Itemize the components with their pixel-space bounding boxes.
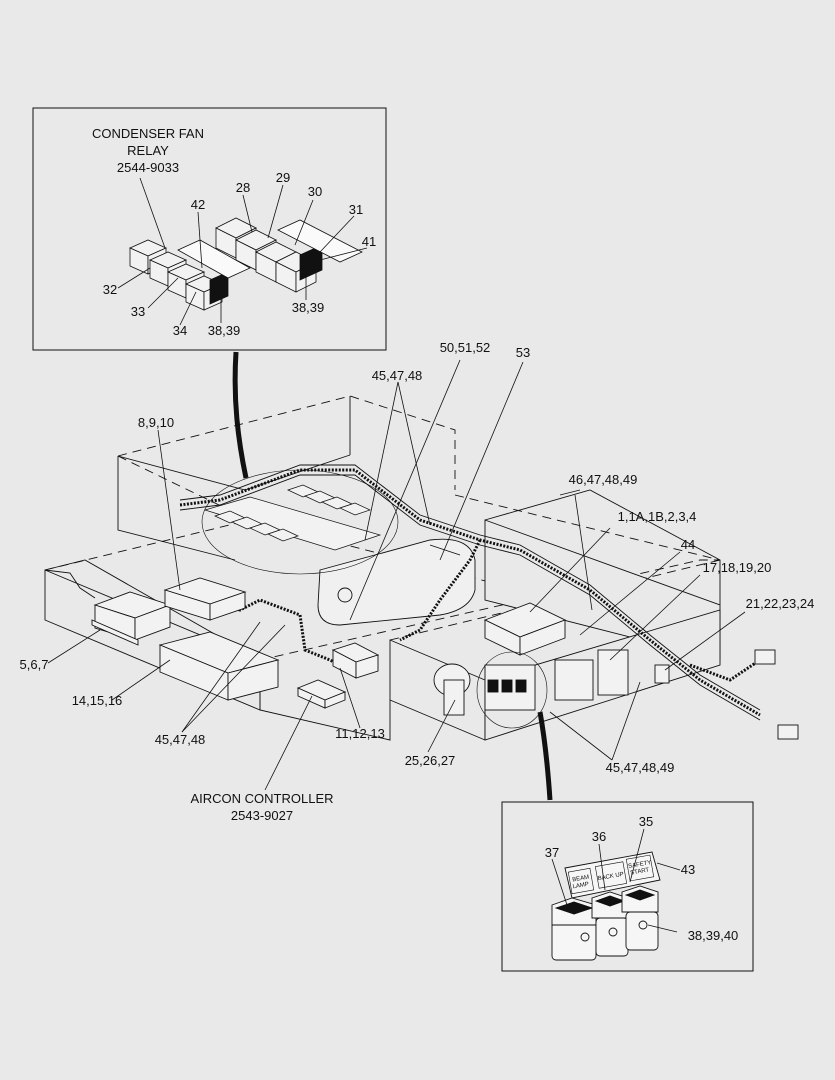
callout-34: 34 (173, 323, 187, 338)
label-beam: BEAM (572, 875, 590, 884)
component-5-6-7 (91, 591, 172, 646)
back-wall (117, 456, 236, 561)
callout-11-12-13: 11,12,13 (335, 726, 385, 741)
callout-14-15-16: 14,15,16 (72, 693, 123, 708)
relay-group-right (215, 217, 323, 293)
callout-32: 32 (103, 282, 117, 297)
callout-38-39-40: 38,39,40 (688, 928, 739, 943)
inset-title-line2: RELAY (127, 143, 169, 158)
inset-title-line1: CONDENSER FAN (92, 126, 204, 141)
switch-label-beam-lamp: BEAM LAMP (567, 867, 595, 895)
inset-condenser-fan-relay: CONDENSER FAN RELAY 2544-9033 (32, 107, 387, 351)
inset-switch-panel: BEAM LAMP BACK UP SAFETY START (501, 801, 754, 972)
label-back-up: BACK UP (597, 872, 624, 882)
label-start: START (630, 867, 650, 876)
switch-label-back-up: BACK UP (594, 861, 628, 889)
buzzer-25-26-27 (433, 663, 471, 716)
switch-back-up (591, 891, 629, 957)
fuse-box-1-4 (483, 602, 567, 656)
switch-beam-lamp (551, 897, 597, 961)
callout-8-9-10: 8,9,10 (138, 415, 174, 430)
label-safety: SAFETY (628, 860, 652, 870)
inset-bottom-leaders (551, 828, 681, 933)
main-assembly (44, 395, 799, 741)
component-8-9-10 (163, 577, 247, 621)
zoom-arrow-bottom (537, 711, 553, 801)
callout-41: 41 (362, 234, 376, 249)
switch-safety-start (621, 885, 659, 951)
callout-1-4: 1,1A,1B,2,3,4 (618, 509, 697, 524)
relay-group-left (129, 239, 229, 311)
label-strip-left (177, 239, 251, 279)
callout-33: 33 (131, 304, 145, 319)
component-11-12-13 (331, 642, 380, 679)
inset-frame-bottom (501, 801, 754, 972)
callout-30: 30 (308, 184, 322, 199)
callout-35: 35 (639, 814, 653, 829)
callout-45-47-48-left: 45,47,48 (155, 732, 206, 747)
callout-45-47-48-49-bottom: 45,47,48,49 (606, 760, 675, 775)
relay-board-main (201, 469, 399, 575)
label-strip-right (277, 219, 363, 263)
callout-45-47-48-top: 45,47,48 (372, 368, 423, 383)
aircon-controller-box (296, 679, 347, 709)
callout-53: 53 (516, 345, 530, 360)
label-lamp: LAMP (572, 882, 589, 891)
component-14-15-16 (158, 631, 280, 701)
callout-43: 43 (681, 862, 695, 877)
aircon-controller-part-number: 2543-9027 (231, 808, 293, 823)
callout-36: 36 (592, 829, 606, 844)
callout-42: 42 (191, 197, 205, 212)
callout-50-51-52: 50,51,52 (440, 340, 491, 355)
callout-29: 29 (276, 170, 290, 185)
inset-frame-top (32, 107, 387, 351)
callout-31: 31 (349, 202, 363, 217)
callout-17-20: 17,18,19,20 (703, 560, 772, 575)
main-leaders (47, 359, 746, 791)
aircon-controller-name: AIRCON CONTROLLER (190, 791, 333, 806)
callout-25-26-27: 25,26,27 (405, 753, 456, 768)
label-plate (564, 851, 661, 899)
callout-5-6-7: 5,6,7 (20, 657, 49, 672)
callout-44: 44 (681, 537, 695, 552)
callout-46-47-48-49: 46,47,48,49 (569, 472, 638, 487)
harness-outline (179, 464, 761, 721)
callout-38-39-right: 38,39 (292, 300, 325, 315)
zoom-arrow-top (232, 351, 249, 479)
callout-21-24: 21,22,23,24 (746, 596, 815, 611)
panel-switches (476, 651, 548, 729)
callout-28: 28 (236, 180, 250, 195)
callout-38-39-left: 38,39 (208, 323, 241, 338)
tank (317, 538, 476, 626)
inset-top-leaders (117, 177, 368, 326)
switch-label-safety-start: SAFETY START (625, 854, 655, 882)
callout-37: 37 (545, 845, 559, 860)
inset-part-number: 2544-9033 (117, 160, 179, 175)
